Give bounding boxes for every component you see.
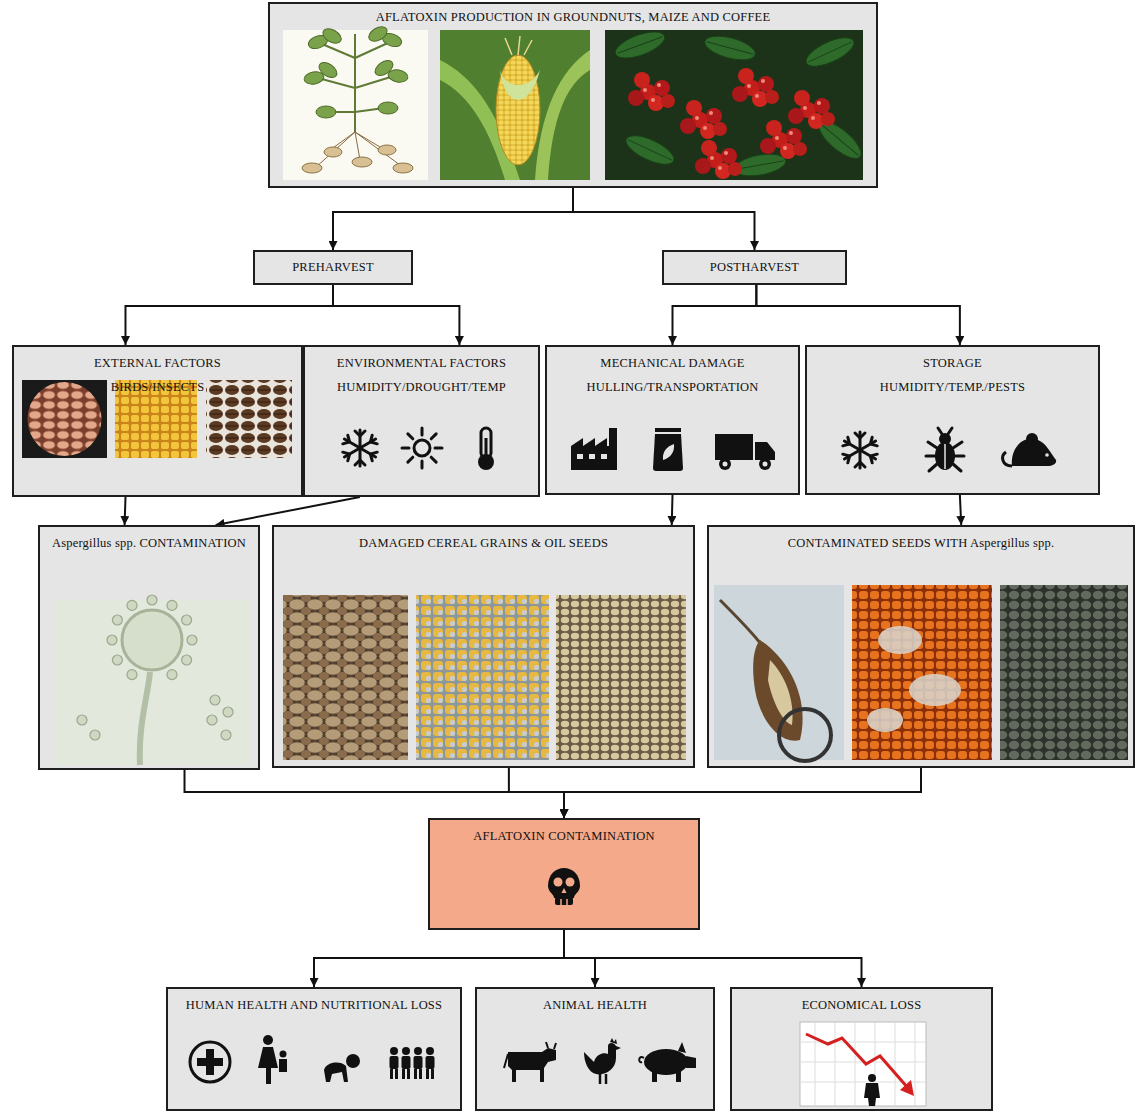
truck-icon bbox=[715, 434, 775, 470]
damaged-grain-photos bbox=[283, 595, 686, 760]
box-title: ENVIRONMENTAL FACTORS bbox=[337, 355, 506, 371]
flow-arrow bbox=[333, 188, 573, 250]
flow-arrow bbox=[573, 188, 755, 250]
box-title: DAMAGED CEREAL GRAINS & OIL SEEDS bbox=[359, 535, 608, 551]
flow-arrow bbox=[509, 768, 564, 818]
snowflake-icon bbox=[342, 430, 378, 466]
bag-icon bbox=[653, 428, 683, 471]
insect-icon bbox=[926, 428, 964, 471]
mother-child-icon bbox=[258, 1035, 287, 1084]
flow-arrow bbox=[333, 285, 459, 345]
medical-icon bbox=[190, 1042, 230, 1082]
flow-arrow bbox=[314, 930, 564, 987]
box-subtitle: BIRDS/INSECTS bbox=[111, 379, 205, 395]
factor-box: EXTERNAL FACTORS BIRDS/INSECTS bbox=[12, 345, 303, 497]
loss-chart bbox=[800, 1022, 926, 1106]
coffee-cherries bbox=[605, 27, 866, 180]
factor-box: MECHANICAL DAMAGE HULLING/TRANSPORTATION bbox=[545, 345, 800, 495]
flow-arrow bbox=[564, 930, 862, 987]
source-box: AFLATOXIN PRODUCTION IN GROUNDNUTS, MAIZ… bbox=[268, 2, 878, 188]
flow-arrow bbox=[564, 930, 595, 987]
snowflake-icon bbox=[842, 432, 878, 468]
box-title: AFLATOXIN CONTAMINATION bbox=[473, 828, 655, 844]
chicken-icon bbox=[584, 1038, 621, 1084]
flow-arrow bbox=[124, 497, 127, 525]
flow-arrow bbox=[671, 495, 674, 525]
impact-box: ECONOMICAL LOSS bbox=[730, 987, 993, 1111]
hazard-box: AFLATOXIN CONTAMINATION bbox=[428, 818, 700, 930]
sun-icon bbox=[402, 428, 442, 468]
box-title: HUMAN HEALTH AND NUTRITIONAL LOSS bbox=[186, 997, 442, 1013]
flow-arrow bbox=[673, 285, 757, 345]
box-subtitle: HUMIDITY/TEMP./PESTS bbox=[880, 379, 1025, 395]
result-box: CONTAMINATED SEEDS WITH Aspergillus spp. bbox=[707, 525, 1135, 768]
box-title: ANIMAL HEALTH bbox=[543, 997, 647, 1013]
box-title: AFLATOXIN PRODUCTION IN GROUNDNUTS, MAIZ… bbox=[376, 9, 771, 25]
baby-icon bbox=[324, 1054, 360, 1082]
stage-box: POSTHARVEST bbox=[662, 250, 847, 285]
box-title: PREHARVEST bbox=[292, 259, 374, 275]
maize-plant bbox=[440, 30, 590, 180]
flow-arrow bbox=[185, 770, 564, 818]
box-title: STORAGE bbox=[923, 355, 982, 371]
box-title: EXTERNAL FACTORS bbox=[94, 355, 221, 371]
aspergillus-micrograph bbox=[55, 595, 250, 765]
flow-arrow bbox=[756, 285, 960, 345]
box-title: MECHANICAL DAMAGE bbox=[600, 355, 744, 371]
rodent-icon bbox=[1003, 433, 1057, 466]
cow-icon bbox=[504, 1042, 556, 1082]
result-box: DAMAGED CEREAL GRAINS & OIL SEEDS bbox=[272, 525, 695, 768]
pig-icon bbox=[639, 1042, 696, 1082]
contaminated-seed-photos bbox=[714, 585, 1128, 761]
groundnut-plant bbox=[283, 24, 428, 180]
box-title: CONTAMINATED SEEDS WITH Aspergillus spp. bbox=[788, 535, 1055, 551]
box-title: ECONOMICAL LOSS bbox=[802, 997, 922, 1013]
flow-arrow bbox=[960, 495, 961, 525]
result-box: Aspergillus spp. CONTAMINATION bbox=[38, 525, 260, 770]
flow-arrow bbox=[216, 497, 360, 525]
people-icon bbox=[390, 1047, 435, 1079]
flow-arrow bbox=[125, 285, 333, 345]
flow-arrow bbox=[564, 768, 921, 818]
factory-icon bbox=[571, 428, 617, 470]
factor-box: ENVIRONMENTAL FACTORS HUMIDITY/DROUGHT/TE… bbox=[303, 345, 540, 497]
box-title: POSTHARVEST bbox=[710, 259, 799, 275]
skull-icon bbox=[548, 868, 580, 905]
impact-box: ANIMAL HEALTH bbox=[475, 987, 715, 1111]
box-subtitle: HULLING/TRANSPORTATION bbox=[586, 379, 758, 395]
stage-box: PREHARVEST bbox=[253, 250, 413, 285]
box-title: Aspergillus spp. CONTAMINATION bbox=[52, 535, 246, 551]
impact-box: HUMAN HEALTH AND NUTRITIONAL LOSS bbox=[166, 987, 462, 1111]
factor-box: STORAGE HUMIDITY/TEMP./PESTS bbox=[805, 345, 1100, 495]
seed-photos bbox=[22, 380, 292, 458]
thermometer-icon bbox=[478, 428, 494, 470]
box-subtitle: HUMIDITY/DROUGHT/TEMP bbox=[337, 379, 506, 395]
